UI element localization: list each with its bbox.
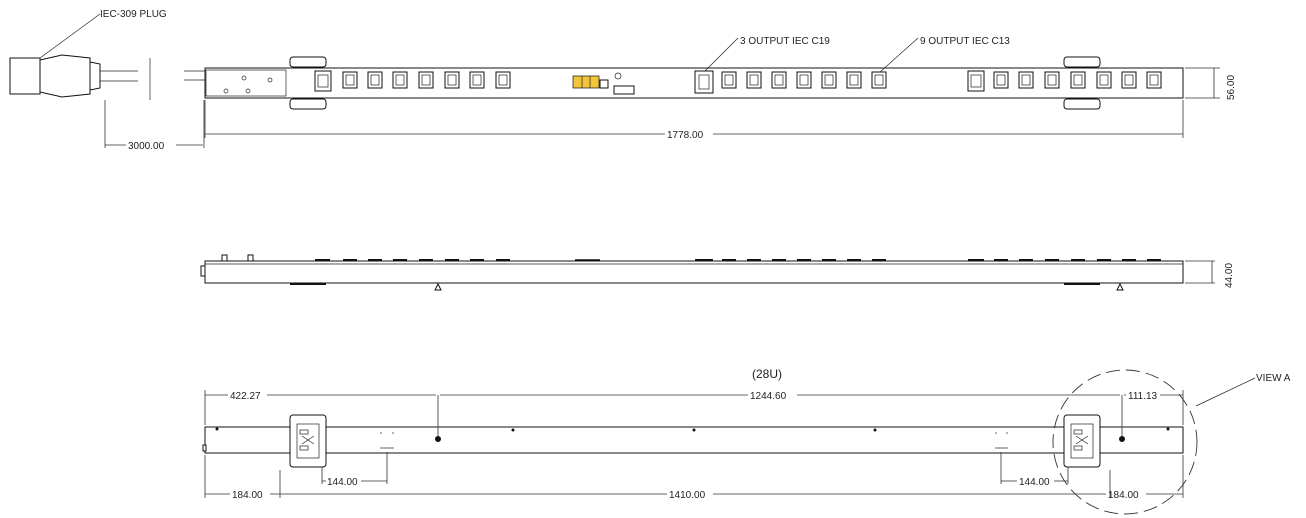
top-height-label: 56.00 bbox=[1226, 75, 1237, 100]
mount-bracket-bottom-right bbox=[1063, 414, 1101, 468]
mounting-holes bbox=[215, 427, 1170, 442]
mount-bracket-top-left bbox=[289, 56, 327, 68]
dim-right-gap: 144.00 bbox=[1019, 477, 1050, 488]
rack-units-label: (28U) bbox=[752, 367, 782, 381]
dim-left-offset: 422.27 bbox=[230, 391, 261, 402]
dim-mid-span: 1244.60 bbox=[750, 391, 787, 402]
mount-bracket-top-right bbox=[1063, 56, 1101, 68]
outlet-group-1 bbox=[314, 70, 511, 92]
c19-callout: 3 OUTPUT IEC C19 bbox=[740, 36, 830, 47]
outlet-group-3 bbox=[967, 70, 1162, 92]
dim-center-span: 1410.00 bbox=[669, 490, 706, 501]
view-a-label: VIEW A bbox=[1256, 373, 1291, 384]
plug-drawing bbox=[9, 13, 151, 100]
dim-right-end: 184.00 bbox=[1108, 490, 1139, 501]
side-height-label: 44.00 bbox=[1224, 263, 1235, 288]
cooling-slots bbox=[380, 432, 1008, 449]
overall-length-label: 1778.00 bbox=[667, 130, 704, 141]
view-a-detail-circle bbox=[1052, 369, 1198, 515]
cable-length-label: 3000.00 bbox=[128, 141, 165, 152]
dim-right-offset: 111.13 bbox=[1128, 391, 1158, 402]
dim-left-gap: 144.00 bbox=[327, 477, 358, 488]
inlet-panel bbox=[205, 69, 287, 97]
control-module bbox=[572, 72, 635, 95]
mount-bracket-bottom-left bbox=[289, 414, 327, 468]
plug-label: IEC-309 PLUG bbox=[100, 9, 167, 20]
outlet-group-2 bbox=[694, 70, 887, 94]
c13-callout: 9 OUTPUT IEC C13 bbox=[920, 36, 1010, 47]
dim-left-end: 184.00 bbox=[232, 490, 263, 501]
